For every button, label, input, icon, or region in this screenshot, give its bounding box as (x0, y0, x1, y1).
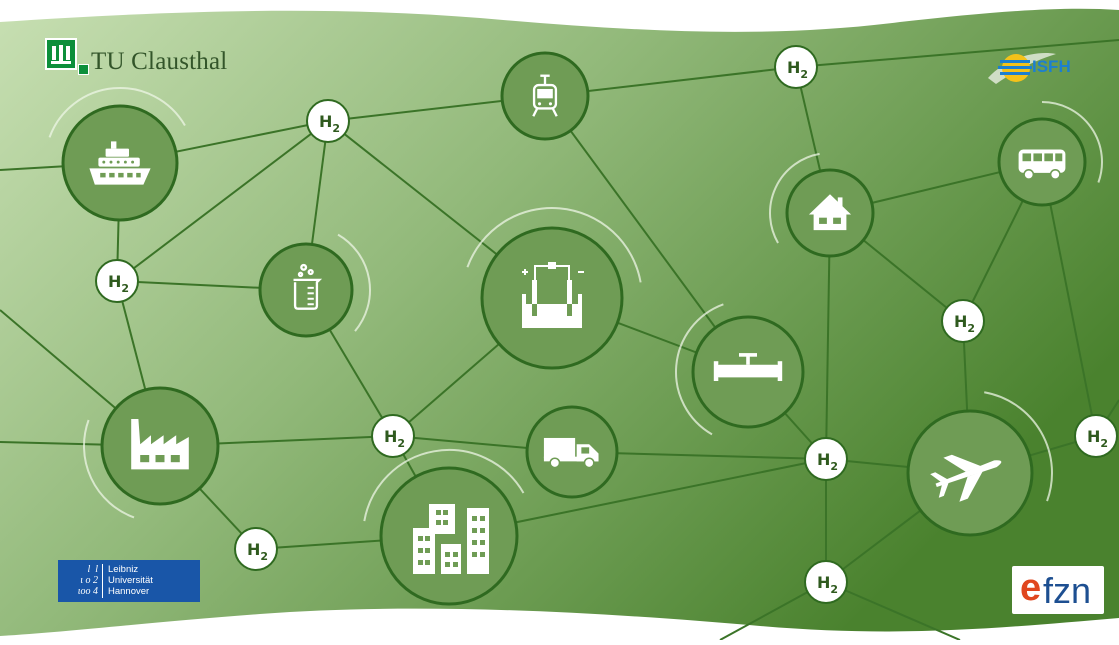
decorative-arc (337, 233, 371, 332)
efzn-logo: e fzn (1012, 566, 1104, 614)
h2-bubble-7: H2 (1074, 414, 1118, 458)
h2-label: H2 (787, 58, 808, 81)
electrolyzer-node-circle (480, 226, 624, 370)
isfh-logo: ISFH (986, 48, 1106, 88)
factory-icon (131, 419, 189, 470)
h2-label: H2 (817, 450, 838, 473)
h2-label: H2 (108, 272, 129, 295)
buildings-node-circle (379, 466, 519, 606)
buildings-node (379, 466, 519, 606)
h2-bubble-9: H2 (804, 560, 848, 604)
h2-bubble-4: H2 (941, 299, 985, 343)
luh-line-2: Universität (108, 575, 153, 586)
factory-node (100, 386, 220, 506)
buildings-icon (413, 504, 489, 574)
decorative-arc (675, 303, 724, 436)
h2-bubble-3: H2 (95, 259, 139, 303)
h2-bubble-6: H2 (804, 437, 848, 481)
airplane-node (906, 409, 1034, 537)
bus-node (997, 117, 1087, 207)
pipeline-node (691, 315, 805, 429)
decorative-arc (769, 152, 820, 244)
isfh-name: ISFH (1032, 57, 1071, 76)
efzn-letters: fzn (1043, 570, 1092, 611)
h2-label: H2 (954, 312, 975, 335)
house-icon (808, 194, 852, 231)
h2-label: H2 (817, 573, 838, 596)
h2-label: H2 (319, 112, 340, 135)
electrolyzer-node (480, 226, 624, 370)
decorative-arc (466, 207, 642, 283)
h2-label: H2 (247, 540, 268, 563)
efzn-letter-e: e (1020, 567, 1042, 609)
tu-emblem-icon (45, 38, 77, 70)
tu-square-icon (78, 64, 89, 75)
decorative-arc (1041, 101, 1103, 183)
tu-clausthal-logo: TU Clausthal (45, 36, 227, 76)
beaker-icon (293, 263, 323, 310)
connection-line (544, 95, 749, 373)
connection-line (795, 39, 1119, 68)
bus-icon (1018, 149, 1066, 180)
pipeline-icon (713, 353, 783, 381)
truck-node (525, 405, 619, 499)
luh-divider (102, 564, 103, 598)
connection-line (1041, 161, 1097, 437)
connection-line (825, 581, 961, 641)
tram-icon (532, 74, 558, 117)
ship-icon (89, 141, 151, 185)
beaker-node (258, 242, 354, 338)
house-node (785, 168, 875, 258)
h2-bubble-5: H2 (371, 414, 415, 458)
decorative-arc (984, 391, 1053, 502)
airplane-icon (930, 454, 1002, 502)
decorative-arc (83, 419, 135, 519)
connection-line (116, 120, 329, 282)
isfh-swoosh-icon (988, 53, 1056, 84)
decorative-arc (48, 87, 186, 138)
decorative-arc (363, 449, 525, 522)
luh-line-1: Leibniz (108, 564, 139, 575)
h2-bubble-1: H2 (306, 99, 350, 143)
h2-label: H2 (1087, 427, 1108, 450)
truck-icon (543, 437, 599, 469)
ship-node (61, 104, 179, 222)
tu-clausthal-name: TU Clausthal (91, 48, 228, 75)
electrolyzer-icon (522, 262, 584, 328)
luh-name: Leibniz Universität Hannover (108, 564, 153, 597)
tram-node (500, 51, 590, 141)
h2-bubble-2: H2 (774, 45, 818, 89)
beaker-node-circle (258, 242, 354, 338)
h2-label: H2 (384, 427, 405, 450)
luh-line-3: Hannover (108, 586, 150, 597)
h2-bubble-8: H2 (234, 527, 278, 571)
